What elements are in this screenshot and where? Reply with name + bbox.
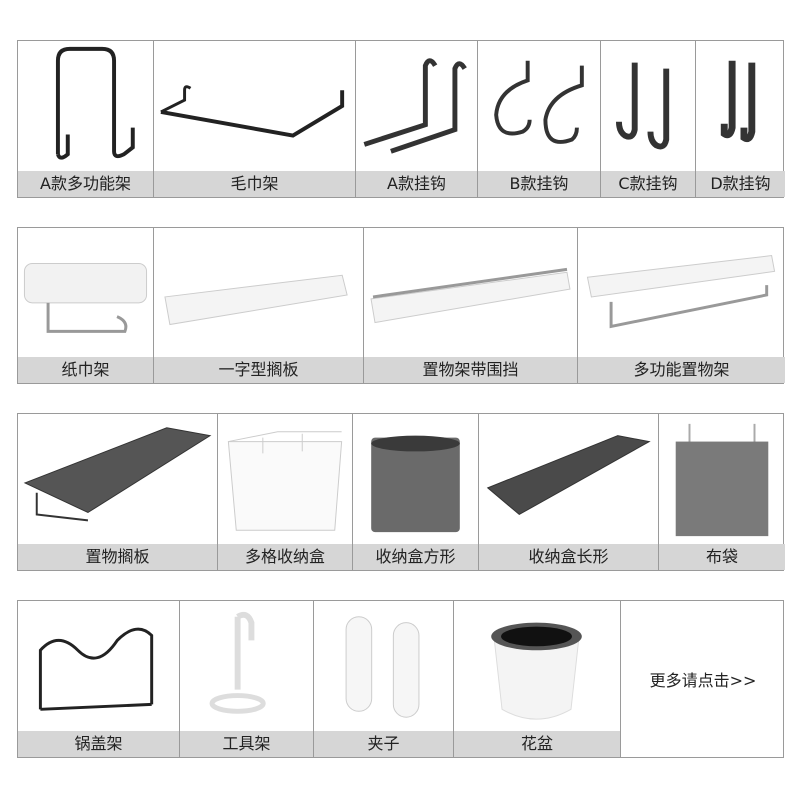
product-label: 布袋 [659, 544, 785, 570]
towel-bar-icon [154, 41, 355, 171]
product-row-3: 置物搁板 多格收纳盒 收纳盒方形 收纳盒长形 布袋 [17, 413, 785, 571]
product-hook-b[interactable]: B款挂钩 [478, 41, 601, 197]
product-label: 纸巾架 [18, 357, 153, 383]
product-label: 多功能置物架 [578, 357, 785, 383]
shelf-with-towel-bar-icon [578, 228, 785, 357]
pot-lid-rack-icon [18, 601, 179, 731]
product-label: 置物架带围挡 [364, 357, 577, 383]
product-label: 置物搁板 [18, 544, 217, 570]
product-label: 多格收纳盒 [218, 544, 352, 570]
hook-b-icon [478, 41, 600, 171]
product-tissue-holder[interactable]: 纸巾架 [18, 228, 154, 383]
product-row-1: A款多功能架 毛巾架 A款挂钩 B款挂钩 C款挂钩 D款挂钩 [17, 40, 785, 198]
product-square-box[interactable]: 收纳盒方形 [353, 414, 479, 570]
long-tray-icon [479, 414, 658, 544]
multi-compartment-box-icon [218, 414, 352, 544]
hook-d-icon [696, 41, 785, 171]
hook-c-icon [601, 41, 695, 171]
product-flat-shelf[interactable]: 一字型搁板 [154, 228, 364, 383]
product-label: A款多功能架 [18, 171, 153, 197]
product-label: C款挂钩 [601, 171, 695, 197]
multi-hook-rack-icon [18, 41, 153, 171]
product-label: A款挂钩 [356, 171, 477, 197]
flat-shelf-icon [154, 228, 363, 357]
product-label: 夹子 [314, 731, 453, 757]
product-flower-pot[interactable]: 花盆 [454, 601, 621, 757]
product-long-tray[interactable]: 收纳盒长形 [479, 414, 659, 570]
product-shelf-with-rail[interactable]: 置物架带围挡 [364, 228, 578, 383]
product-pot-lid-rack[interactable]: 锅盖架 [18, 601, 180, 757]
product-shelf-with-towel-bar[interactable]: 多功能置物架 [578, 228, 785, 383]
product-row-2: 纸巾架 一字型搁板 置物架带围挡 多功能置物架 [17, 227, 785, 384]
product-label: 收纳盒方形 [353, 544, 478, 570]
square-box-icon [353, 414, 478, 544]
product-dark-shelf[interactable]: 置物搁板 [18, 414, 218, 570]
product-label: 工具架 [180, 731, 313, 757]
product-label: D款挂钩 [696, 171, 785, 197]
shelf-with-rail-icon [364, 228, 577, 357]
product-row-4: 锅盖架 工具架 夹子 花盆 更多请点击>> [17, 600, 784, 758]
product-label: 花盆 [454, 731, 620, 757]
product-a-multi-rack[interactable]: A款多功能架 [18, 41, 154, 197]
tool-holder-icon [180, 601, 313, 731]
tissue-holder-icon [18, 228, 153, 357]
product-label: 锅盖架 [18, 731, 179, 757]
product-label: 毛巾架 [154, 171, 355, 197]
product-towel-bar[interactable]: 毛巾架 [154, 41, 356, 197]
more-link[interactable]: 更多请点击>> [621, 601, 785, 757]
cloth-bag-icon [659, 414, 785, 544]
dark-shelf-icon [18, 414, 217, 544]
clips-icon [314, 601, 453, 731]
product-hook-d[interactable]: D款挂钩 [696, 41, 785, 197]
more-link-label[interactable]: 更多请点击>> [649, 671, 757, 690]
product-multi-compartment-box[interactable]: 多格收纳盒 [218, 414, 353, 570]
product-tool-holder[interactable]: 工具架 [180, 601, 314, 757]
hook-a-icon [356, 41, 477, 171]
flower-pot-icon [454, 601, 620, 731]
product-hook-a[interactable]: A款挂钩 [356, 41, 478, 197]
product-label: 收纳盒长形 [479, 544, 658, 570]
product-clips[interactable]: 夹子 [314, 601, 454, 757]
product-label: 一字型搁板 [154, 357, 363, 383]
product-label: B款挂钩 [478, 171, 600, 197]
product-hook-c[interactable]: C款挂钩 [601, 41, 696, 197]
product-cloth-bag[interactable]: 布袋 [659, 414, 785, 570]
